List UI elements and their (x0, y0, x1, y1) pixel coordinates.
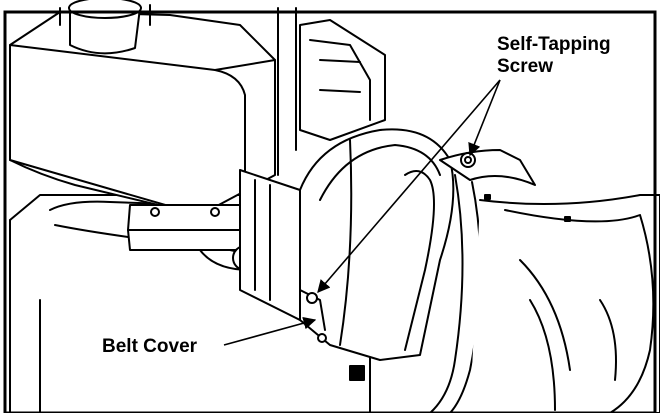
screw-leader-line-2 (317, 79, 501, 293)
figure-border (3, 10, 657, 413)
bottom-bolt (349, 365, 365, 381)
vertical-rod (277, 7, 297, 176)
drum-housing (469, 194, 660, 413)
self-tapping-screw-label-line-2: Screw (497, 56, 553, 77)
self-tapping-screw-label-line-1: Self-Tapping (497, 34, 611, 55)
belt-cover-shroud (299, 128, 455, 361)
self-tapping-screw-label: Self-Tapping Screw (497, 34, 611, 78)
pulley-housing (239, 19, 386, 321)
motor-body (9, 11, 276, 216)
screw-leader-line-1 (468, 79, 501, 157)
belt-cover-label: Belt Cover (100, 336, 200, 358)
belt-cover-leader-line (223, 316, 317, 346)
